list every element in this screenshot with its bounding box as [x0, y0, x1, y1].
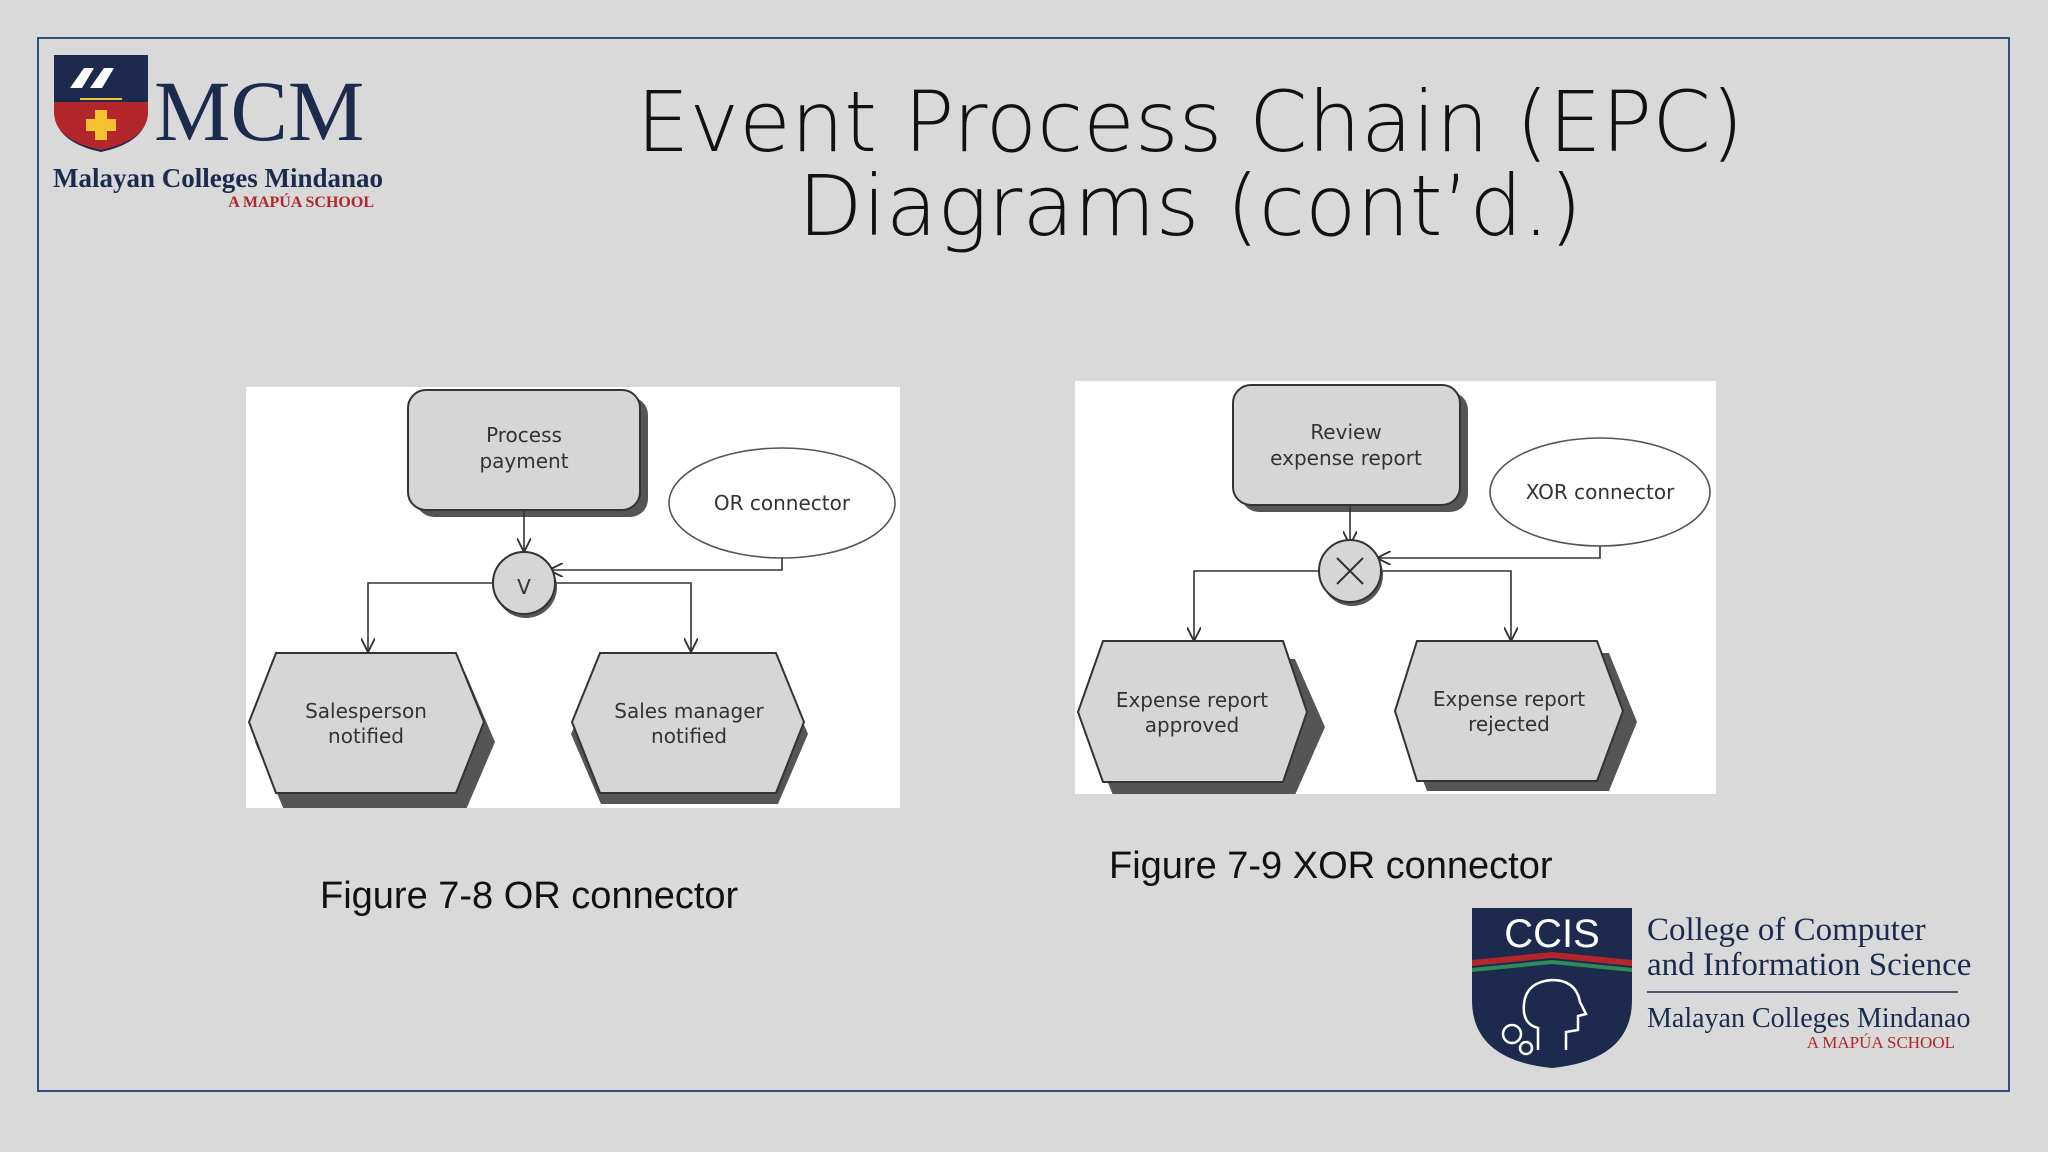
- ccis-line3: Malayan Colleges Mindanao: [1647, 1003, 1970, 1034]
- ccis-tagline: A MAPÚA SCHOOL: [1807, 1033, 1955, 1052]
- function-label-line1: Review: [1310, 420, 1381, 444]
- figure-or-connector: Process payment OR connector V Salespers…: [246, 387, 900, 808]
- mcm-name: Malayan Colleges Mindanao: [53, 163, 383, 193]
- flow-arrow-left: [1194, 570, 1319, 640]
- mcm-tagline: A MAPÚA SCHOOL: [228, 192, 374, 211]
- or-connector-symbol: V: [492, 551, 557, 618]
- expense-report-rejected-event: Expense report rejected: [1393, 640, 1637, 791]
- ccis-acronym: CCIS: [1504, 912, 1600, 956]
- slide-title-line2: Diagrams (cont’d.): [797, 157, 1583, 255]
- event-left-line2: approved: [1145, 713, 1240, 737]
- event-right-line1: Sales manager: [614, 699, 764, 723]
- figure-7-8-caption: Figure 7-8 OR connector: [320, 875, 739, 917]
- review-expense-report-function: Review expense report: [1232, 384, 1468, 512]
- note-label: OR connector: [714, 491, 851, 515]
- function-label-line2: payment: [479, 449, 568, 473]
- figure-7-9-caption: Figure 7-9 XOR connector: [1109, 845, 1553, 887]
- note-pointer-arrow: [550, 558, 783, 570]
- flow-arrow-right: [1381, 570, 1511, 640]
- x-icon: [1336, 557, 1364, 585]
- or-connector-note: OR connector: [668, 447, 896, 559]
- flow-arrow-left: [368, 582, 500, 651]
- expense-report-approved-event: Expense report approved: [1076, 640, 1325, 794]
- function-label-line1: Process: [486, 423, 562, 447]
- salesperson-notified-event: Salesperson notified: [247, 652, 495, 808]
- slide-title: Event Process Chain (EPC) Diagrams (cont…: [560, 80, 1820, 248]
- or-symbol-label: V: [517, 575, 531, 599]
- event-right-line2: notified: [651, 724, 727, 748]
- ccis-logo: CCIS College of Computer and Information…: [1472, 908, 1971, 1068]
- mcm-acronym: MCM: [154, 63, 364, 159]
- event-left-line1: Salesperson: [305, 699, 427, 723]
- slide-frame: [37, 37, 2010, 1092]
- process-payment-function: Process payment: [407, 389, 648, 517]
- ccis-shield-icon: [1472, 908, 1632, 1068]
- flow-arrow-right: [548, 582, 691, 651]
- mcm-shield-icon: [54, 55, 148, 152]
- slide-title-line1: Event Process Chain (EPC): [636, 73, 1744, 171]
- ccis-line1: College of Computer: [1647, 912, 1926, 948]
- note-pointer-arrow: [1378, 546, 1601, 558]
- note-label: XOR connector: [1526, 480, 1675, 504]
- ccis-line2: and Information Science: [1647, 947, 1971, 983]
- event-left-line2: notified: [328, 724, 404, 748]
- mcm-logo: MCM Malayan Colleges Mindanao A MAPÚA SC…: [53, 55, 383, 211]
- xor-connector-note: XOR connector: [1489, 437, 1711, 547]
- function-label-line2: expense report: [1270, 446, 1422, 470]
- event-right-line1: Expense report: [1433, 687, 1585, 711]
- figure-xor-connector: Review expense report XOR connector Expe…: [1075, 381, 1716, 794]
- event-left-line1: Expense report: [1116, 688, 1268, 712]
- event-right-line2: rejected: [1468, 712, 1550, 736]
- xor-connector-symbol: [1318, 539, 1383, 606]
- sales-manager-notified-event: Sales manager notified: [570, 652, 808, 804]
